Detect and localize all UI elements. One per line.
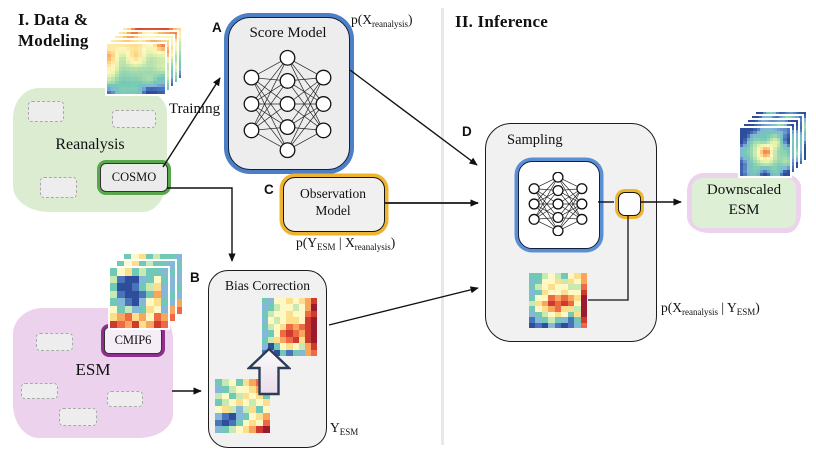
neural-network-icon <box>243 49 332 159</box>
downscaled-esm-line2: ESM <box>728 201 760 218</box>
downscaled-esm-inner: Downscaled ESM <box>692 178 796 228</box>
observation-model-box: Observation Model <box>283 177 385 232</box>
data-sample-placeholder <box>112 110 156 128</box>
reanalysis-group: Reanalysis COSMO <box>13 88 168 212</box>
observation-model-title-line2: Model <box>315 202 351 218</box>
score-model-box: Score Model <box>228 17 350 170</box>
bias-to-sampling-arrow <box>328 286 479 326</box>
step-label-c: C <box>264 182 274 197</box>
downscaled-esm-group: Downscaled ESM <box>687 173 801 233</box>
section-title-inference: II. Inference <box>455 12 548 31</box>
p-x-given-y-label: p(Xreanalysis | YESM) <box>661 300 760 317</box>
downscaled-esm-line1: Downscaled <box>706 182 782 198</box>
cosmo-to-bias-arrow <box>167 187 236 262</box>
bias-correction-title: Bias Correction <box>224 278 311 293</box>
observation-model-title-line1: Observation <box>300 186 366 201</box>
step-label-b: B <box>190 270 200 285</box>
step-label-d: D <box>462 124 472 139</box>
step-label-a: A <box>212 20 222 35</box>
data-sample-placeholder <box>36 333 73 351</box>
downscaled-heatmap-stack <box>738 110 808 178</box>
sampling-title: Sampling <box>507 132 563 148</box>
section-divider <box>441 8 444 445</box>
esm-label: ESM <box>75 360 111 379</box>
sampled-heatmap <box>529 273 587 328</box>
reanalysis-label: Reanalysis <box>55 136 125 153</box>
esm-heatmap-stack <box>108 252 184 330</box>
p-y-given-x-label: p(YESM | Xreanalysis) <box>296 235 396 252</box>
mini-neural-network-icon <box>528 171 588 237</box>
data-sample-placeholder <box>28 101 64 122</box>
y-esm-label: YESM <box>330 420 359 437</box>
data-sample-placeholder <box>21 383 58 399</box>
data-sample-placeholder <box>40 177 77 198</box>
mini-observation-model-box <box>618 192 641 216</box>
sampling-box: Sampling <box>485 123 657 342</box>
reanalysis-heatmap-stack <box>105 26 183 96</box>
data-sample-placeholder <box>59 408 97 426</box>
score-to-sampling-arrow <box>349 69 478 166</box>
mini-score-model-box <box>518 161 600 249</box>
training-edge-label: Training <box>169 101 221 117</box>
cmip6-badge: CMIP6 <box>104 327 162 354</box>
data-sample-placeholder <box>107 391 143 407</box>
cmip6-badge-label: CMIP6 <box>114 333 152 347</box>
cosmo-badge: COSMO <box>100 163 168 192</box>
up-arrow-icon <box>247 347 291 396</box>
cosmo-badge-label: COSMO <box>111 170 157 184</box>
p-x-reanalysis-label: p(Xreanalysis) <box>351 12 413 29</box>
bias-correction-box: Bias Correction <box>208 270 327 448</box>
score-model-title: Score Model <box>249 25 327 41</box>
esm-input-heatmap <box>215 379 270 433</box>
section-title-data-modeling: I. Data & Modeling <box>18 10 89 50</box>
